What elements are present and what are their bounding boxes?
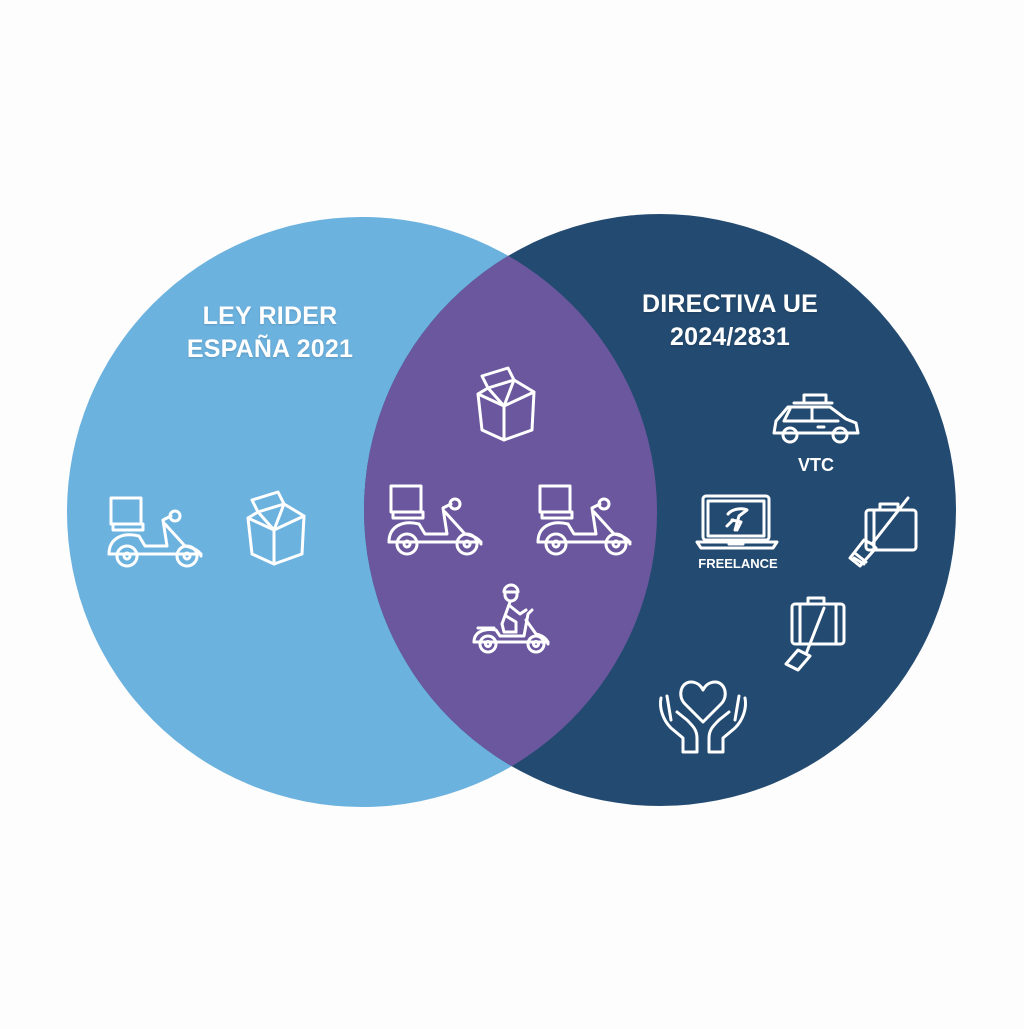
left-set-title-line1: LEY RIDER: [202, 302, 338, 330]
package-box-icon: [474, 366, 539, 444]
vtc-caption: VTC: [798, 455, 834, 475]
left-set-title-line2: ESPAÑA 2021: [186, 335, 354, 363]
taxi-car-icon: [770, 393, 862, 451]
right-set-title: DIRECTIVA UE 2024/2831: [610, 288, 850, 354]
freelance-caption: FREELANCE: [698, 556, 778, 571]
package-box-icon: [244, 490, 309, 568]
delivery-scooter-icon: [534, 482, 634, 557]
intersection-region: [364, 217, 657, 806]
right-set-title-line2: 2024/2831: [670, 323, 790, 351]
delivery-scooter-icon: [105, 494, 205, 569]
caring-hands-heart-icon: [657, 676, 749, 756]
freelance-laptop-icon: [695, 492, 779, 552]
delivery-scooter-icon: [385, 482, 485, 557]
scooter-rider-icon: [470, 580, 552, 656]
left-set-title: LEY RIDER ESPAÑA 2021: [150, 300, 390, 366]
right-set-title-line1: DIRECTIVA UE: [641, 290, 819, 318]
cleaning-suitcase-broom-icon: [848, 494, 920, 568]
cleaning-suitcase-broom-icon: [782, 594, 848, 672]
